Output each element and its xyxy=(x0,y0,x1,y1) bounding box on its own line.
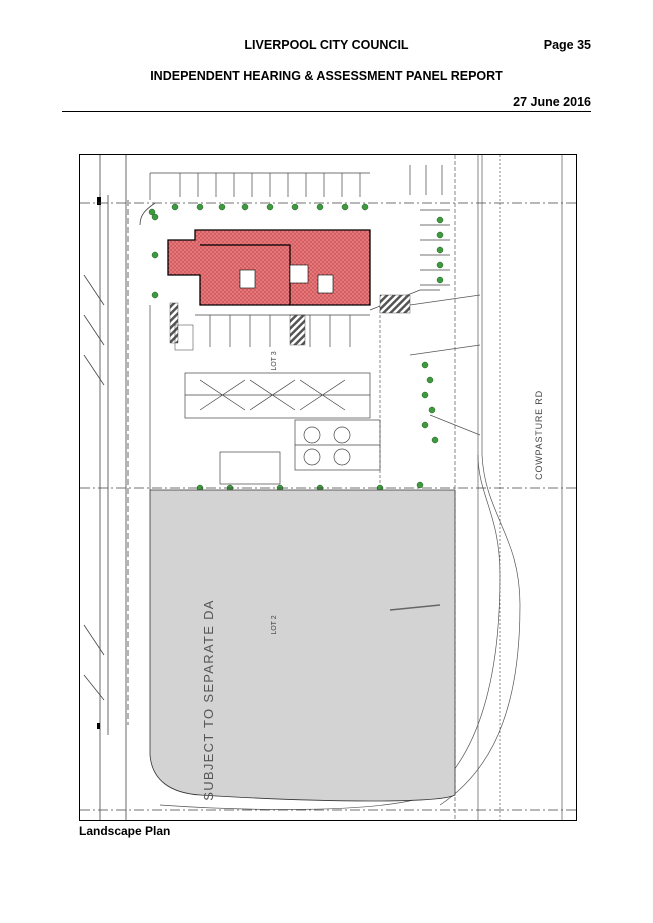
left-road xyxy=(83,155,156,820)
separate-da-area xyxy=(149,489,456,802)
pump-circles xyxy=(303,426,351,466)
da-marker-line xyxy=(389,604,441,611)
separate-da-label: SUBJECT TO SEPARATE DA xyxy=(201,599,216,801)
entry-paths xyxy=(169,294,411,351)
top-tree-row xyxy=(148,203,369,216)
road-verge-trees xyxy=(421,361,439,444)
mid-parking xyxy=(149,305,381,490)
landscape-plan-drawing: SUBJECT TO SEPARATE DA LOT 2 LOT 3 COWPA… xyxy=(79,154,577,821)
report-date: 27 June 2016 xyxy=(513,95,591,109)
marker xyxy=(97,723,100,729)
lot2-label: LOT 2 xyxy=(271,615,278,634)
building-footprint xyxy=(167,229,371,306)
right-tree-row xyxy=(436,216,444,284)
page-number: Page 35 xyxy=(543,38,591,52)
plan-svg: SUBJECT TO SEPARATE DA LOT 2 LOT 3 COWPA… xyxy=(80,155,576,820)
marker xyxy=(97,197,101,205)
top-parking xyxy=(80,165,576,204)
figure-caption: Landscape Plan xyxy=(79,824,171,838)
header-rule xyxy=(62,111,591,112)
council-name: LIVERPOOL CITY COUNCIL xyxy=(244,38,409,52)
lot3-label: LOT 3 xyxy=(271,351,278,370)
road-label: COWPASTURE RD xyxy=(534,390,544,480)
report-title: INDEPENDENT HEARING & ASSESSMENT PANEL R… xyxy=(150,69,503,83)
